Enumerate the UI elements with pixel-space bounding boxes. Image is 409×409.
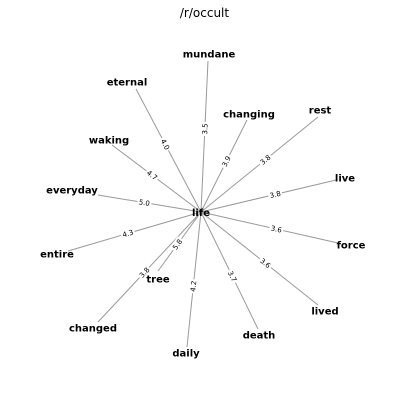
edge-weight-group-entire: 4.3 (119, 227, 136, 240)
edge-weight-group-mundane: 3.5 (200, 121, 210, 137)
node-label-rest: rest (309, 106, 332, 117)
edge-weight-group-waking: 4.7 (144, 167, 161, 183)
center-node-label: life (192, 208, 210, 219)
edge-line-lived (200, 211, 319, 306)
edge-weight-group-changing: 3.9 (219, 153, 233, 170)
edge-weight-force: 3.6 (270, 224, 283, 234)
node-label-live: live (335, 174, 355, 185)
node-labels-layer: mundane eternal changing rest waking live ever… (40, 50, 366, 360)
edge-weight-group-lived: 3.6 (257, 255, 274, 271)
edge-weight-mundane: 3.5 (201, 123, 210, 134)
edge-weight-group-daily: 4.2 (188, 278, 198, 294)
node-label-mundane: mundane (183, 50, 236, 61)
edge-weight-group-everyday: 5.0 (136, 197, 152, 208)
node-label-force: force (337, 241, 366, 252)
edge-weight-group-eternal: 4.0 (159, 136, 173, 153)
node-label-changing: changing (223, 110, 275, 121)
edge-weight-group-death: 3.7 (226, 268, 240, 285)
edge-line-changed (97, 211, 202, 323)
node-label-waking: waking (89, 136, 129, 147)
edge-weight-group-tree: 5.8 (169, 236, 185, 253)
node-label-changed: changed (69, 324, 117, 335)
edge-weight-daily: 4.2 (189, 280, 198, 292)
edge-line-force (200, 211, 339, 244)
edge-weight-group-force: 3.6 (268, 223, 285, 235)
edge-weight-entire: 4.3 (122, 229, 135, 240)
node-label-tree: tree (146, 275, 169, 286)
edge-weight-live: 3.8 (269, 190, 282, 200)
chart-title: /r/occult (180, 6, 229, 20)
edge-weight-group-live: 3.8 (267, 188, 283, 200)
edge-line-rest (200, 116, 319, 213)
node-label-everyday: everyday (46, 186, 98, 197)
edge-weight-group-rest: 3.8 (257, 151, 273, 167)
node-label-death: death (243, 331, 276, 342)
edge-weight-lived: 3.6 (258, 257, 272, 271)
node-label-lived: lived (311, 307, 338, 318)
node-label-daily: daily (172, 349, 200, 360)
node-label-eternal: eternal (107, 78, 148, 89)
edges-layer (67, 60, 339, 348)
node-label-entire: entire (40, 250, 74, 261)
edge-weight-everyday: 5.0 (138, 198, 150, 208)
edge-line-mundane (200, 60, 209, 213)
